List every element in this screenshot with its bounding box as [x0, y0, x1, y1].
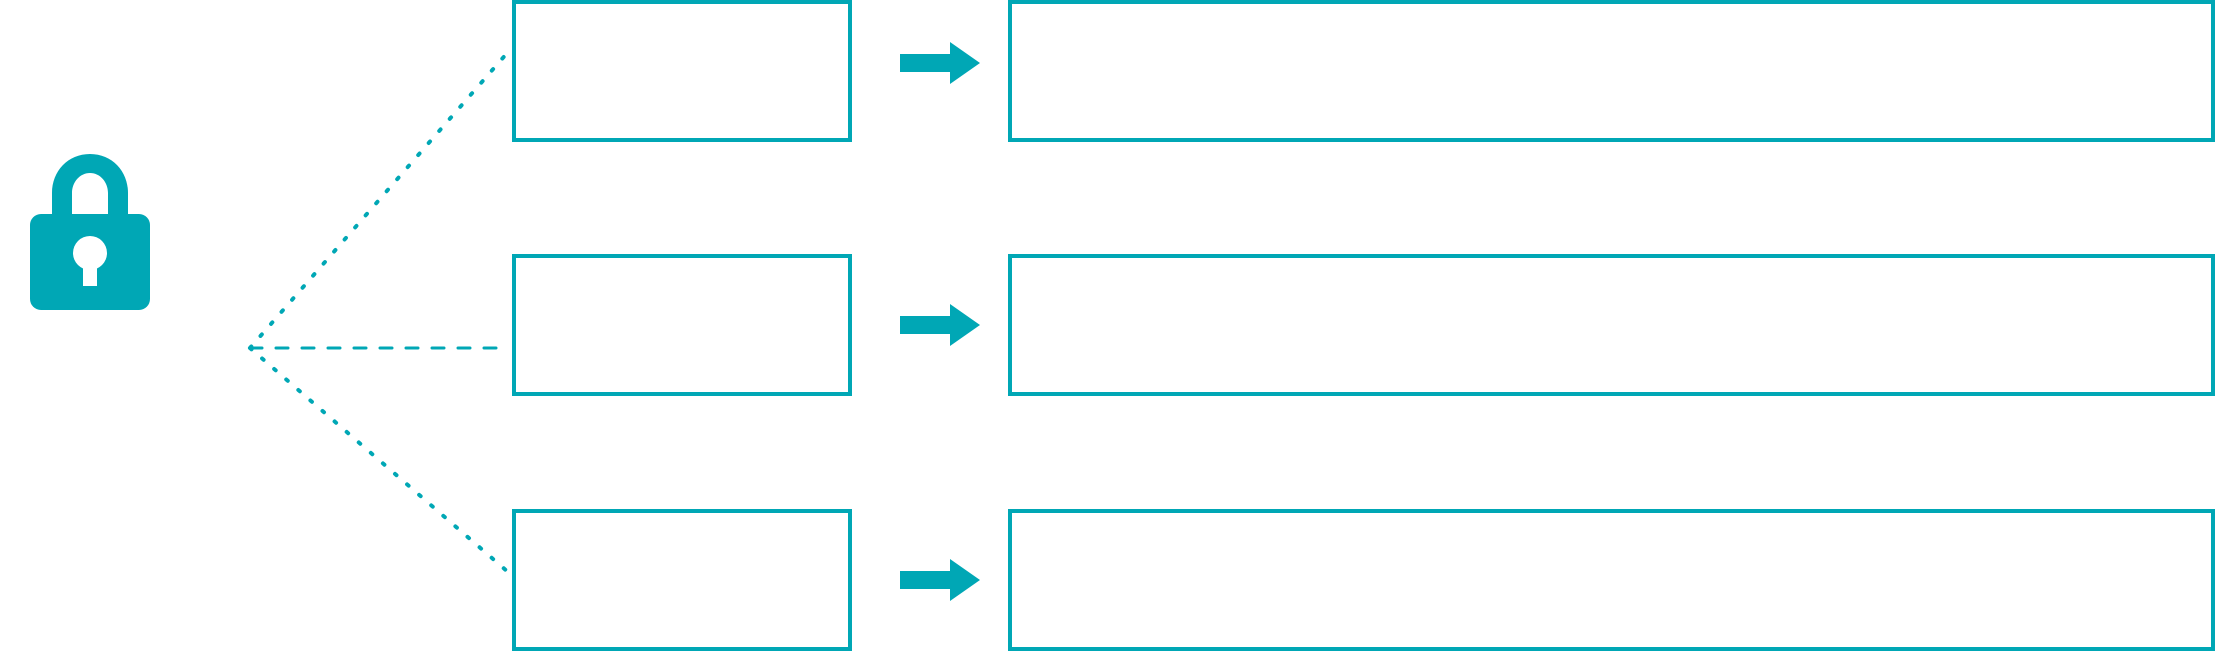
source-box-1[interactable]	[512, 0, 852, 142]
destination-box-1-label	[1012, 4, 2211, 24]
source-box-2[interactable]	[512, 254, 852, 396]
source-box-2-label	[516, 258, 848, 278]
connector-line-top	[248, 50, 510, 350]
source-box-3[interactable]	[512, 509, 852, 651]
destination-box-2-label	[1012, 258, 2211, 278]
arrow-right-icon-3	[900, 559, 980, 601]
destination-box-3[interactable]	[1008, 509, 2215, 651]
connector-line-bottom	[248, 346, 510, 574]
source-box-1-label	[516, 4, 848, 24]
lock-icon	[28, 152, 152, 312]
arrow-right-icon-2	[900, 304, 980, 346]
destination-box-3-label	[1012, 513, 2211, 533]
destination-box-1[interactable]	[1008, 0, 2215, 142]
destination-box-2[interactable]	[1008, 254, 2215, 396]
source-box-3-label	[516, 513, 848, 533]
arrow-right-icon-1	[900, 42, 980, 84]
